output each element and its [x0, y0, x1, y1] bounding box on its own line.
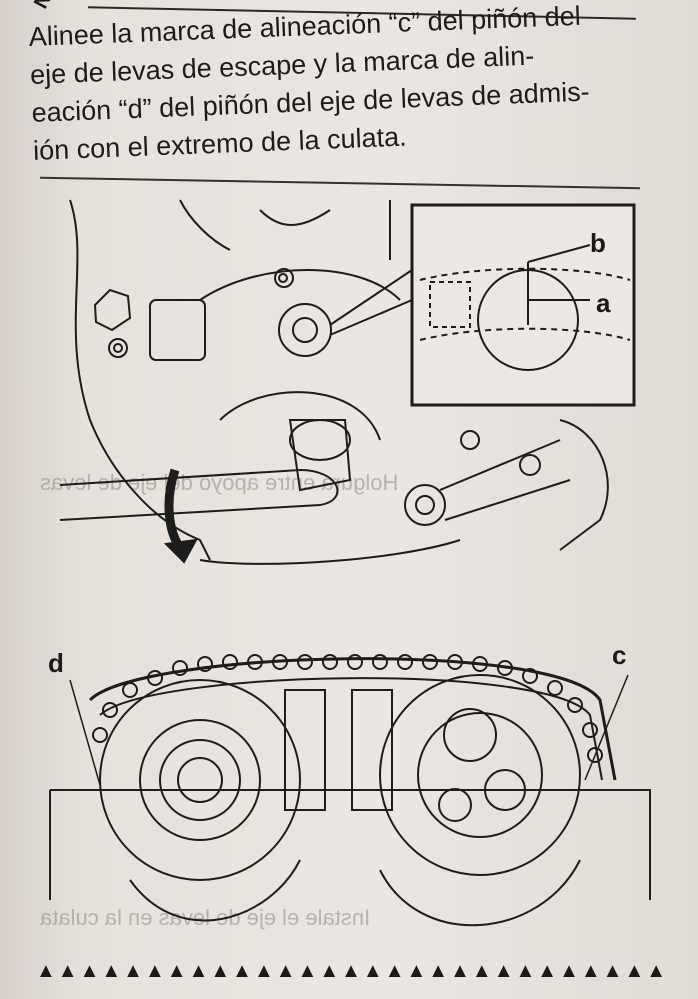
lower-cam-figure	[49, 657, 651, 927]
label-b: b	[590, 228, 606, 258]
label-d: d	[48, 648, 64, 678]
upper-engine-figure	[59, 199, 636, 565]
label-c: c	[612, 640, 627, 670]
timing-chain	[92, 654, 603, 763]
label-a: a	[596, 288, 611, 318]
page-border-triangles: ▲▲▲▲▲▲▲▲▲▲▲▲▲▲▲▲▲▲▲▲▲▲▲▲▲▲▲▲▲▲▲▲▲▲▲▲▲▲▲▲…	[36, 960, 666, 982]
